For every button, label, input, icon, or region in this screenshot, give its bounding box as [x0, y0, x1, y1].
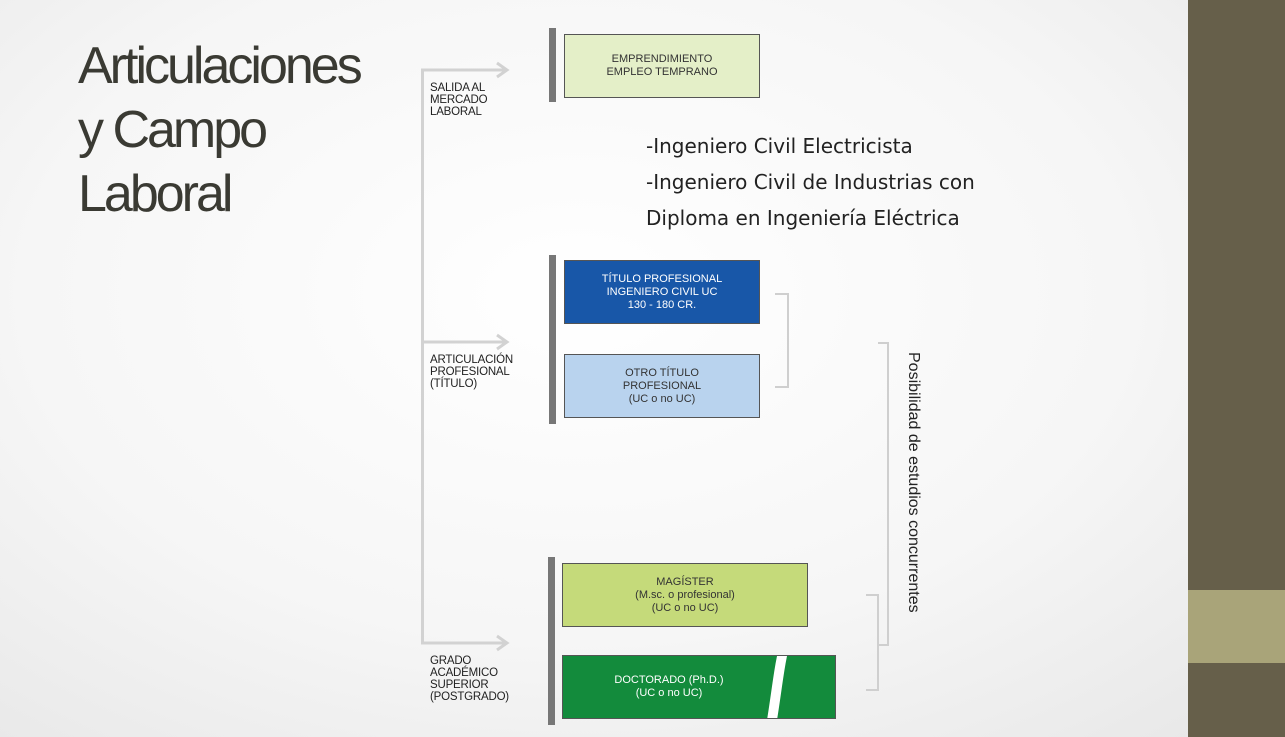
box-otro-titulo: OTRO TÍTULO PROFESIONAL (UC o no UC)	[564, 354, 760, 418]
label-grado-line-1: GRADO	[430, 655, 472, 667]
box-doctorado-line-2: (UC o no UC)	[635, 687, 703, 699]
box-titulo-line-1: TÍTULO PROFESIONAL	[601, 272, 723, 285]
box-titulo-line-3: 130 - 180 CR.	[627, 298, 697, 311]
bracket-postgrado	[866, 594, 879, 691]
box-otro-line-1: OTRO TÍTULO	[625, 366, 699, 379]
label-salida-line-2: MERCADO	[430, 94, 488, 106]
bracket-titulos	[775, 293, 789, 388]
box-titulo-line-2: INGENIERO CIVIL UC	[606, 285, 718, 298]
box-titulo-profesional: TÍTULO PROFESIONAL INGENIERO CIVIL UC 13…	[564, 260, 760, 324]
arrow-articulacion	[421, 333, 510, 351]
label-salida-line-3: LABORAL	[430, 106, 482, 118]
box-magister-line-1: MAGÍSTER	[656, 575, 714, 588]
sidebar-accent-block	[1188, 590, 1285, 663]
bar-grado	[548, 557, 555, 725]
arrow-grado	[421, 634, 510, 652]
label-grado-line-3: SUPERIOR	[430, 679, 489, 691]
bar-articulacion	[549, 255, 556, 424]
box-doctorado: DOCTORADO (Ph.D.) (UC o no UC)	[562, 655, 836, 719]
title-line-2: y Campo	[78, 101, 268, 159]
bracket-concurrent	[878, 342, 889, 646]
concurrent-studies-label: Posibilidad de estudios concurrentes	[905, 352, 922, 613]
label-articulacion-line-1: ARTICULACIÓN	[430, 354, 514, 366]
box-magister-line-2: (M.sc. o profesional)	[635, 588, 735, 601]
careers-list: -Ingeniero Civil Electricista -Ingeniero…	[646, 128, 975, 236]
box-emprendimiento-line-1: EMPRENDIMIENTO	[611, 53, 713, 65]
label-grado-academico: GRADO ACADÉMICO SUPERIOR (POSTGRADO)	[430, 655, 509, 703]
label-salida-line-1: SALIDA AL	[430, 82, 486, 94]
box-doctorado-line-1: DOCTORADO (Ph.D.)	[614, 674, 724, 686]
box-magister: MAGÍSTER (M.sc. o profesional) (UC o no …	[562, 563, 808, 627]
title-line-3: Laboral	[78, 165, 233, 223]
career-item-1: -Ingeniero Civil Electricista	[646, 134, 913, 158]
label-salida-mercado: SALIDA AL MERCADO LABORAL	[430, 82, 488, 118]
box-magister-line-3: (UC o no UC)	[651, 601, 719, 614]
career-item-3: Diploma en Ingeniería Eléctrica	[646, 206, 960, 230]
label-grado-line-2: ACADÉMICO	[430, 667, 498, 679]
box-emprendimiento-line-2: EMPLEO TEMPRANO	[606, 66, 718, 78]
title-line-1: Articulaciones	[78, 37, 363, 95]
slide-title: Articulaciones y Campo Laboral	[78, 34, 378, 226]
label-articulacion-profesional: ARTICULACIÓN PROFESIONAL (TÍTULO)	[430, 354, 513, 390]
bar-salida	[549, 28, 556, 102]
career-item-2: -Ingeniero Civil de Industrias con	[646, 170, 975, 194]
box-otro-line-2: PROFESIONAL	[622, 379, 702, 392]
box-emprendimiento: EMPRENDIMIENTO EMPLEO TEMPRANO	[564, 34, 760, 98]
label-articulacion-line-3: (TÍTULO)	[430, 378, 477, 390]
doctorado-stripe-decoration	[767, 656, 787, 718]
label-grado-line-4: (POSTGRADO)	[430, 691, 509, 703]
box-otro-line-3: (UC o no UC)	[628, 392, 696, 405]
label-articulacion-line-2: PROFESIONAL	[430, 366, 510, 378]
main-connector-line	[421, 70, 424, 643]
arrow-salida	[421, 61, 510, 79]
